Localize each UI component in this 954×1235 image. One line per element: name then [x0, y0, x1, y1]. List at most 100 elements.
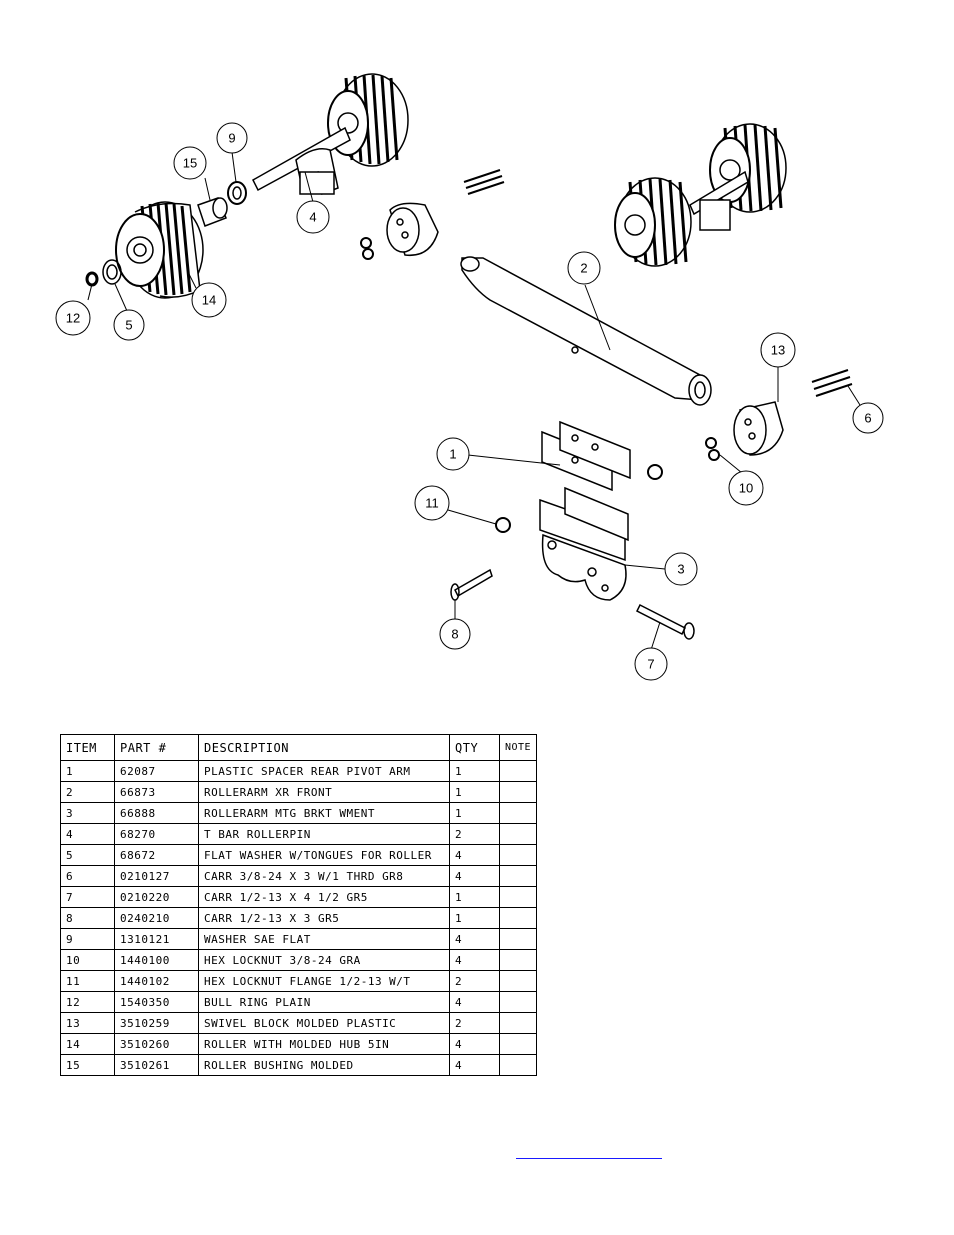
cell-note [499, 928, 537, 950]
header-qty: QTY [449, 734, 500, 761]
callout-15: 15 [183, 156, 197, 171]
cell-part: 68270 [114, 823, 199, 845]
cell-note [499, 949, 537, 971]
cell-qty: 4 [449, 1054, 500, 1076]
cell-description: ROLLERARM XR FRONT [198, 781, 450, 803]
cell-note [499, 823, 537, 845]
leader-lines [87, 151, 861, 651]
header-note: NOTE [499, 734, 537, 761]
plastic-spacer [541, 420, 631, 492]
swivel-block-top [386, 202, 439, 257]
cell-description: SWIVEL BLOCK MOLDED PLASTIC [198, 1012, 450, 1034]
rollerarm-tube [460, 256, 712, 406]
cell-item: 6 [60, 865, 115, 887]
callout-8: 8 [451, 627, 458, 642]
cell-item: 10 [60, 949, 115, 971]
callout-circle-7 [634, 647, 668, 681]
cell-qty: 4 [449, 928, 500, 950]
callout-circle-9 [216, 122, 248, 154]
callout-circle-13 [760, 332, 796, 368]
link-underline[interactable] [516, 1158, 662, 1159]
callout-4: 4 [309, 210, 316, 225]
callout-circle-3 [664, 552, 698, 586]
callout-11: 11 [425, 496, 439, 511]
callout-circle-5 [113, 309, 145, 341]
cell-part: 62087 [114, 760, 199, 782]
cell-item: 11 [60, 970, 115, 992]
table-header-row: ITEM PART # DESCRIPTION QTY NOTE [60, 734, 537, 761]
cell-part: 0210127 [114, 865, 199, 887]
cell-item: 12 [60, 991, 115, 1013]
cell-item: 4 [60, 823, 115, 845]
cell-note [499, 844, 537, 866]
cell-part: 3510260 [114, 1033, 199, 1055]
cell-item: 5 [60, 844, 115, 866]
callouts [55, 122, 884, 681]
cell-part: 0240210 [114, 907, 199, 929]
exploded-view-diagram: 9 15 4 14 5 12 2 13 6 10 1 11 3 8 7 [55, 73, 884, 681]
cell-item: 1 [60, 760, 115, 782]
header-part: PART # [114, 734, 199, 761]
cell-description: FLAT WASHER W/TONGUES FOR ROLLER [198, 844, 450, 866]
cell-item: 2 [60, 781, 115, 803]
cell-part: 66888 [114, 802, 199, 824]
cell-description: CARR 1/2-13 X 3 GR5 [198, 907, 450, 929]
cell-description: T BAR ROLLERPIN [198, 823, 450, 845]
cell-qty: 2 [449, 970, 500, 992]
cell-qty: 1 [449, 907, 500, 929]
callout-2: 2 [580, 261, 587, 276]
callout-5: 5 [125, 318, 132, 333]
callout-circle-4 [296, 200, 330, 234]
callout-10: 10 [739, 481, 753, 496]
cell-description: HEX LOCKNUT FLANGE 1/2-13 W/T [198, 970, 450, 992]
cell-part: 0210220 [114, 886, 199, 908]
cell-qty: 4 [449, 949, 500, 971]
cell-qty: 4 [449, 991, 500, 1013]
callout-12: 12 [66, 311, 80, 326]
cell-note [499, 907, 537, 929]
hex-locknut-flange [495, 464, 663, 533]
carriage-bolts-right [811, 369, 853, 397]
locknuts-top [360, 237, 374, 260]
cell-description: HEX LOCKNUT 3/8-24 GRA [198, 949, 450, 971]
cell-item: 3 [60, 802, 115, 824]
cell-part: 66873 [114, 781, 199, 803]
cell-qty: 4 [449, 865, 500, 887]
callout-circle-14 [191, 282, 227, 318]
callout-3: 3 [677, 562, 684, 577]
cell-note [499, 991, 537, 1013]
roller-right-front [614, 177, 692, 267]
washer-9 [227, 181, 247, 205]
cell-part: 3510261 [114, 1054, 199, 1076]
cell-note [499, 970, 537, 992]
cell-qty: 4 [449, 1033, 500, 1055]
cell-qty: 1 [449, 760, 500, 782]
cell-part: 1440100 [114, 949, 199, 971]
cell-qty: 1 [449, 802, 500, 824]
cell-note [499, 802, 537, 824]
cell-description: ROLLER WITH MOLDED HUB 5IN [198, 1033, 450, 1055]
cell-note [499, 1012, 537, 1034]
callout-circle-15 [173, 146, 207, 180]
cell-item: 14 [60, 1033, 115, 1055]
t-bar-rollerpin-left [252, 126, 351, 196]
callout-14: 14 [202, 293, 216, 308]
cell-part: 1540350 [114, 991, 199, 1013]
callout-circle-8 [439, 618, 471, 650]
cell-note [499, 760, 537, 782]
